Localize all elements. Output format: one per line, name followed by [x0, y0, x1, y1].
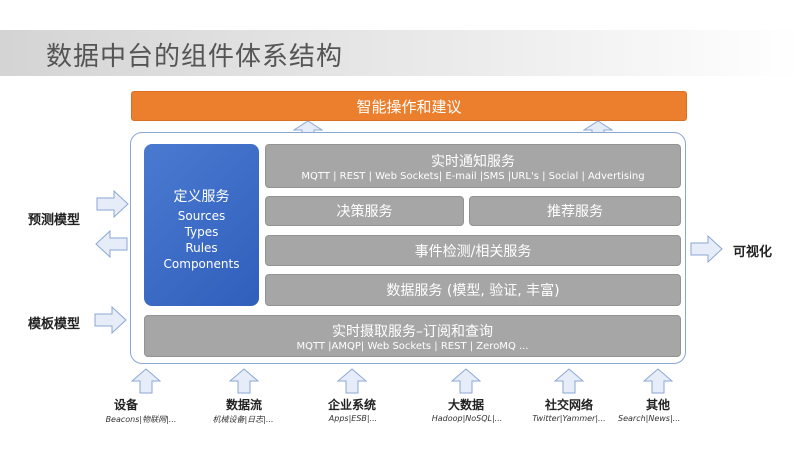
recommend-label: 推荐服务 [547, 204, 603, 220]
source-sub: Search|News|... [618, 414, 681, 423]
source-label: 社交网络 [544, 398, 593, 412]
source-label: 大数据 [447, 398, 484, 412]
right-arrow-icon [96, 190, 129, 218]
definition-title: 定义服务 [173, 189, 230, 205]
definition-item: Types [184, 225, 219, 239]
definition-service-box: 定义服务 Sources Types Rules Components [144, 144, 259, 306]
source-label: 设备 [113, 398, 138, 412]
ingest-protocols: MQTT |AMQP| Web Sockets | REST | ZeroMQ … [296, 341, 529, 352]
ingest-title: 实时摄取服务–订阅和查询 [332, 324, 493, 340]
data-service-box: 数据服务 (模型, 验证, 丰富) [265, 274, 681, 306]
source-sub: 机械设备|日志|... [212, 415, 274, 424]
decision-label: 决策服务 [336, 204, 393, 220]
event-service-box: 事件检测/相关服务 [265, 235, 681, 266]
visualization-label: 可视化 [733, 245, 773, 260]
predict-model-label: 预测模型 [28, 213, 81, 228]
data-service-label: 数据服务 (模型, 验证, 丰富) [386, 283, 560, 299]
source-sub: Beacons|物联网|... [105, 415, 177, 424]
up-arrow-icon [554, 368, 584, 394]
template-model-label: 模板模型 [28, 317, 81, 332]
source-sub: Hadoop|NoSQL|... [431, 414, 503, 423]
event-label: 事件检测/相关服务 [414, 244, 532, 260]
source-label: 企业系统 [327, 398, 376, 412]
notify-protocols: MQTT | REST | Web Sockets| E-mail |SMS |… [301, 171, 645, 182]
top-bar-intelligent-ops: 智能操作和建议 [131, 91, 687, 121]
up-arrow-icon [229, 368, 259, 394]
recommend-service-box: 推荐服务 [469, 196, 681, 226]
up-arrow-icon [643, 368, 673, 394]
definition-item: Sources [177, 209, 226, 223]
up-arrow-icon [451, 368, 481, 394]
right-arrow-icon [94, 306, 127, 334]
notify-title: 实时通知服务 [431, 154, 515, 170]
page-title: 数据中台的组件体系结构 [46, 42, 344, 72]
source-sub: Twitter|Yammer|... [532, 414, 606, 423]
source-sub: Apps|ESB|... [328, 414, 378, 423]
decision-service-box: 决策服务 [265, 196, 464, 226]
source-label: 数据流 [225, 398, 262, 412]
up-arrow-icon [131, 368, 161, 394]
notify-service-box: 实时通知服务 MQTT | REST | Web Sockets| E-mail… [265, 144, 681, 188]
left-arrow-icon [95, 230, 128, 258]
definition-item: Rules [185, 241, 218, 255]
title-band [0, 30, 800, 76]
right-arrow-icon [690, 235, 723, 263]
up-arrow-icon [337, 368, 367, 394]
source-label: 其他 [645, 398, 670, 412]
definition-item: Components [163, 257, 240, 271]
ingest-service-box: 实时摄取服务–订阅和查询 MQTT |AMQP| Web Sockets | R… [144, 315, 681, 357]
